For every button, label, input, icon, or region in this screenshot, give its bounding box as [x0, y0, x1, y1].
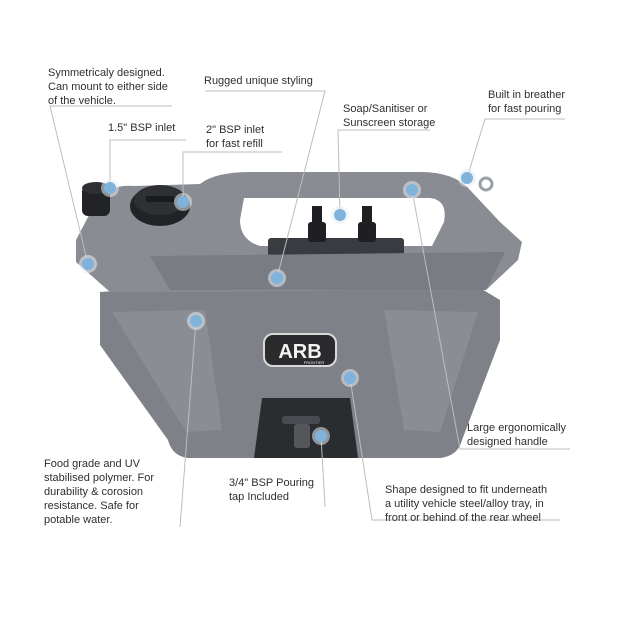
callout-symmetrical: Symmetricaly designed. Can mount to eith… — [48, 67, 168, 107]
callout-rugged-styling: Rugged unique styling — [204, 75, 313, 87]
large-inlet-cap — [130, 185, 190, 226]
callout-marker-soap-storage — [334, 209, 346, 221]
callout-inlet-large: 2" BSP inlet for fast refill — [206, 124, 265, 150]
callout-marker-shape — [344, 372, 356, 384]
callout-inlet-small: 1.5" BSP inlet — [108, 122, 176, 134]
arb-logo-sub: FRONTIER — [304, 360, 325, 365]
callout-marker-breather — [461, 172, 473, 184]
leader-line-inlet-small — [109, 139, 186, 188]
leader-line-rugged-styling — [205, 90, 326, 279]
callout-marker-handle — [406, 184, 418, 196]
leader-line-soap-storage — [337, 129, 430, 216]
tank-right-panel — [384, 310, 478, 432]
callout-marker-symmetrical — [82, 258, 94, 270]
leader-line-symmetrical — [49, 105, 172, 265]
arb-logo: ARB FRONTIER — [263, 333, 337, 367]
leader-line-shape — [349, 377, 560, 521]
callout-marker-polymer — [190, 315, 202, 327]
leader-line-pouring-tap — [320, 435, 326, 508]
pouring-tap — [282, 416, 320, 448]
callout-polymer: Food grade and UV stabilised polymer. Fo… — [44, 458, 155, 526]
leader-line-breather — [466, 118, 565, 179]
callout-soap-storage: Soap/Sanitiser or Sunscreen storage — [343, 103, 436, 129]
tank-front-band — [150, 252, 505, 290]
breather-valve — [478, 176, 494, 192]
leader-line-polymer — [179, 320, 197, 528]
pump-nozzle-left — [308, 206, 326, 242]
leader-line-handle — [411, 189, 570, 450]
callout-breather: Built in breather for fast pouring — [488, 89, 566, 115]
callout-marker-inlet-large — [177, 196, 189, 208]
pump-nozzle-right — [358, 206, 376, 242]
leader-line-inlet-large — [182, 151, 282, 202]
arb-logo-brand: ARB — [278, 341, 321, 363]
callout-marker-rugged-styling — [271, 272, 283, 284]
callout-pouring-tap: 3/4" BSP Pouring tap Included — [229, 477, 315, 503]
callout-marker-pouring-tap — [315, 430, 327, 442]
callout-shape: Shape designed to fit underneath a utili… — [385, 484, 548, 524]
callout-handle: Large ergonomically designed handle — [467, 422, 567, 448]
soap-storage-tray — [268, 238, 404, 256]
callout-marker-inlet-small — [104, 182, 116, 194]
